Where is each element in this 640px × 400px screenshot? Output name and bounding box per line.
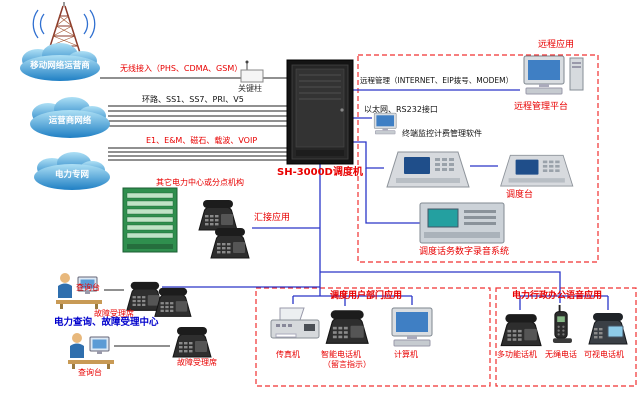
fault-phone-3-icon: [172, 326, 212, 358]
cordless-phone-label: 无绳电话: [545, 350, 577, 359]
fault-seat-1-label: 故障受理席: [94, 309, 134, 318]
carrier-trunks-label: 环路、SS1、SS7、PRI、V5: [142, 95, 244, 104]
dispatch-users-boundary: [255, 287, 491, 387]
tandem-app-label: 汇接应用: [254, 213, 291, 223]
terminal-software-monitor: [373, 112, 397, 135]
video-phone-icon: [588, 312, 628, 345]
query-desk-1-label: 查询台: [76, 283, 100, 292]
mobile-network-cloud: [20, 43, 100, 81]
dashed-boundary-boxes: [255, 54, 637, 387]
connection-lines-black: [100, 77, 289, 347]
carrier-network-label: 运营商网络: [48, 116, 92, 126]
remote-app-label: 远程应用: [538, 40, 575, 50]
ethernet-label: 以太网、RS232接口: [364, 105, 438, 114]
remote-mgmt-label: 远程管理（INTERNET、EIP拨号、MODEM）: [360, 76, 514, 85]
cordless-phone-icon: [552, 304, 573, 344]
pbx-phone-2-icon: [210, 227, 250, 259]
dispatch-switch-cabinet: [286, 59, 354, 165]
terminal-software-label: 终端监控计费管理软件: [402, 129, 482, 138]
call-center-title: 电力查询、故障受理中心: [54, 317, 159, 328]
computer-label: 计算机: [394, 350, 418, 359]
pbx-cabinet: [122, 187, 178, 253]
multi-phone-label: 多功能话机: [497, 350, 537, 359]
query-desk-2-label: 查询台: [78, 368, 102, 377]
pbx-label: 其它电力中心或分点机构: [156, 178, 244, 187]
fax-machine-icon: [270, 307, 320, 339]
remote-app-computer: [523, 55, 584, 95]
smart-phone-label: 智能电话机: [321, 350, 361, 359]
radio-tower-icon: [32, 2, 96, 57]
dispatch-console-left: [386, 151, 470, 188]
power-trunks-label: E1、E&M、磁石、载波、VOIP: [146, 136, 258, 145]
office-voice-boundary: [495, 287, 637, 387]
fax-label: 传真机: [276, 350, 300, 359]
user-computer-icon: [391, 307, 433, 347]
remote-platform-label: 远程管理平台: [514, 102, 569, 112]
remote-apps-boundary: [357, 54, 599, 263]
switch-name-label: SH-3000D调度机: [277, 167, 363, 178]
wireless-access-label: 无线接入（PHS、CDMA、GSM）: [120, 64, 243, 73]
wireless-access-unit: [240, 60, 264, 83]
video-phone-label: 可视电话机: [584, 350, 624, 359]
power-network-label: 电力专网: [54, 170, 89, 180]
recording-system-label: 调度话务数字录音系统: [419, 247, 510, 257]
dispatch-console-label: 调度台: [506, 190, 534, 200]
dispatch-console-right: [500, 154, 574, 187]
query-operator-2-icon: [67, 332, 115, 370]
pbx-phone-1-icon: [198, 199, 238, 231]
smart-phone-sub-label: （留言指示）: [323, 360, 371, 369]
carrier-network-cloud: [30, 97, 110, 138]
antenna-device-label: 关键柱: [238, 84, 262, 93]
office-voice-title: 电力行政办公语音应用: [512, 291, 603, 301]
fault-seat-2-label: 故障受理席: [177, 358, 217, 367]
power-private-network-cloud: [34, 152, 110, 190]
recording-system-device: [419, 202, 505, 244]
multi-function-phone-icon: [500, 313, 542, 347]
dispatch-users-title: 调度用户部门应用: [330, 291, 403, 301]
mobile-network-label: 移动网络运营商: [30, 61, 90, 71]
fault-phone-2-icon: [154, 287, 192, 317]
smart-phone-icon: [325, 309, 369, 344]
connection-lines-blue: [162, 89, 609, 310]
